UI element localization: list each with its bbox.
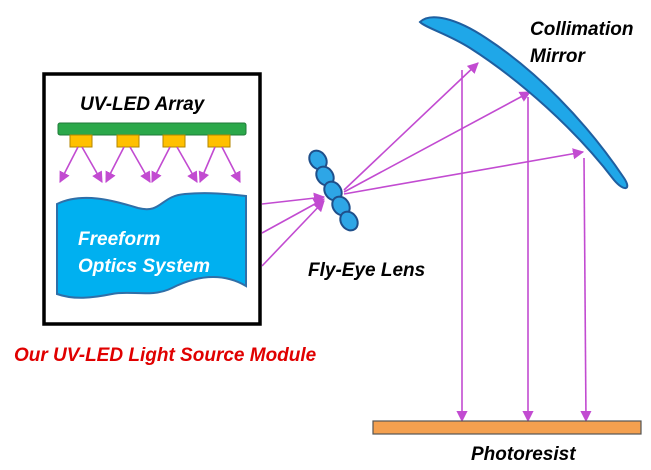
- led-chip: [162, 134, 186, 148]
- photoresist-layer: [372, 420, 642, 435]
- collimation-mirror: [418, 16, 629, 189]
- module-to-lens-rays: [261, 192, 326, 267]
- led-mount-bar: [57, 122, 247, 136]
- lenslet: [339, 210, 359, 232]
- freeform-optics-shape: [56, 192, 247, 299]
- led-chips: [69, 134, 231, 148]
- led-chip: [69, 134, 93, 148]
- uv-led-array-label: UV-LED Array: [80, 94, 206, 115]
- freeform-optics-label-line2: Optics System: [78, 256, 210, 277]
- fly-eye-lens: [308, 149, 359, 232]
- freeform-optics-label-line1: Freeform: [78, 229, 160, 250]
- collimation-mirror-label-line1: Collimation: [530, 19, 633, 40]
- fly-eye-lens-label: Fly-Eye Lens: [308, 260, 425, 281]
- led-chip: [207, 134, 231, 148]
- collimation-mirror-label-line2: Mirror: [530, 46, 587, 67]
- lens-to-mirror-rays: [343, 62, 585, 195]
- led-emission-rays: [59, 146, 241, 184]
- mirror-to-photoresist-rays: [456, 70, 592, 423]
- module-caption: Our UV-LED Light Source Module: [14, 345, 317, 366]
- led-chip: [116, 134, 140, 148]
- photoresist-label: Photoresist: [471, 444, 576, 465]
